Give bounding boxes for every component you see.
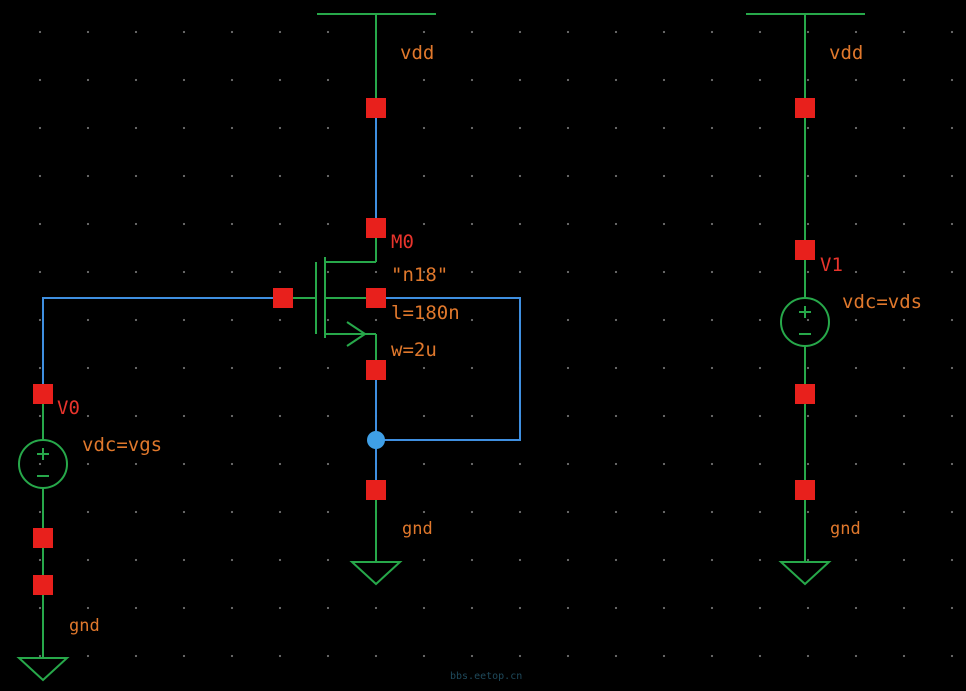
net-label-gnd-v1: gnd — [830, 519, 861, 539]
pin-vdd-right — [795, 98, 815, 118]
pin-gate — [273, 288, 293, 308]
pin-v1-plus — [795, 240, 815, 260]
net-label-gnd-mos: gnd — [402, 519, 433, 539]
net-label-vdd-right: vdd — [829, 42, 864, 64]
vdd-supply-left[interactable] — [317, 13, 436, 108]
nmos-width: w=2u — [391, 339, 437, 361]
wire-gate[interactable] — [42, 297, 283, 394]
watermark: bbs.eetop.cn — [450, 671, 523, 682]
net-label-gnd-v0: gnd — [69, 616, 100, 636]
vsource-v0[interactable] — [16, 394, 70, 682]
pin-gnd-mos — [366, 480, 386, 500]
gnd-symbol-mos[interactable] — [349, 490, 403, 586]
pin-source — [366, 360, 386, 380]
v0-instance-name[interactable]: V0 — [57, 397, 80, 419]
pin-bulk — [366, 288, 386, 308]
pin-gnd-v0 — [33, 575, 53, 595]
pin-v1-minus — [795, 384, 815, 404]
nmos-model: "n18" — [391, 264, 449, 286]
nmos-length: l=180n — [391, 302, 460, 324]
pins — [33, 98, 815, 595]
pin-drain — [366, 218, 386, 238]
pin-v0-minus — [33, 528, 53, 548]
junction-dot — [367, 431, 385, 449]
v0-param: vdc=vgs — [82, 434, 163, 456]
pin-v0-plus — [33, 384, 53, 404]
v1-instance-name[interactable]: V1 — [820, 254, 843, 276]
v1-param: vdc=vds — [842, 291, 923, 313]
nmos-instance-name[interactable]: M0 — [391, 231, 414, 253]
pin-gnd-v1 — [795, 480, 815, 500]
wire-bulk-source[interactable] — [376, 297, 521, 441]
nmos-symbol[interactable] — [283, 228, 377, 370]
pin-vdd-left — [366, 98, 386, 118]
net-label-vdd-left: vdd — [400, 42, 435, 64]
